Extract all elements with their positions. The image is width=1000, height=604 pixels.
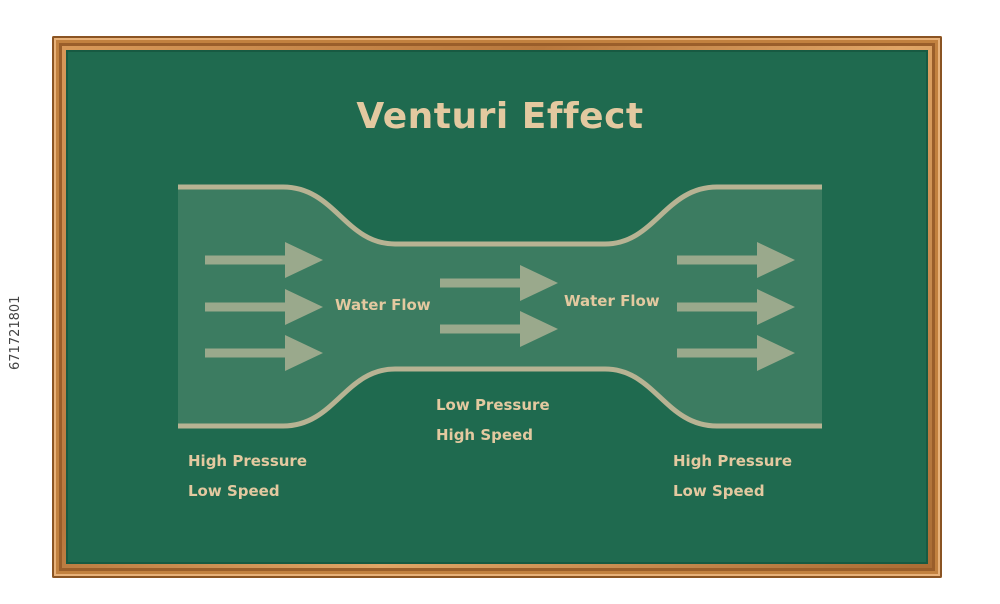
left-pressure-label: High Pressure [188, 452, 308, 470]
center-pressure-label: Low Pressure [436, 396, 550, 414]
center-speed-label: High Speed [436, 426, 533, 444]
diagram-title: Venturi Effect [356, 96, 644, 137]
left-speed-label: Low Speed [188, 482, 280, 500]
pipe-interior [178, 187, 822, 426]
stock-id-watermark: 671721801 [8, 295, 23, 370]
pipe-bottom-wall [178, 366, 822, 429]
right-pressure-label: High Pressure [673, 452, 793, 470]
right-speed-label: Low Speed [673, 482, 765, 500]
pipe-top-wall [178, 184, 822, 247]
water-flow-label-right: Water Flow [564, 292, 660, 310]
water-flow-label-left: Water Flow [335, 296, 431, 314]
